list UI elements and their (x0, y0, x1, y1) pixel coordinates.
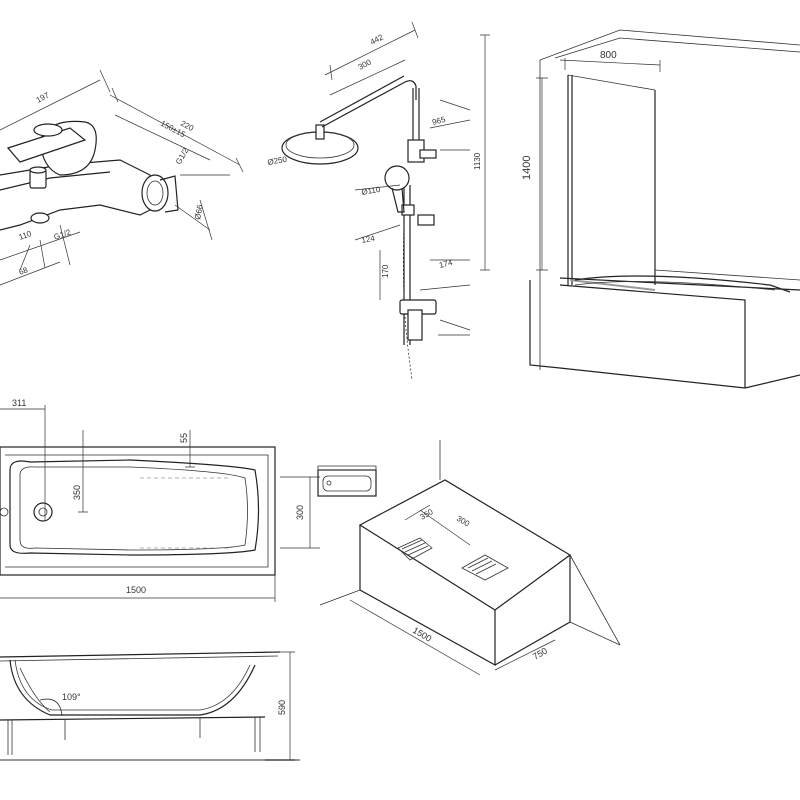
shower-dim-250: Ø250 (267, 155, 288, 167)
faucet-dim-197: 197 (35, 90, 51, 104)
faucet-dim-66: Ø66 (193, 203, 205, 220)
tub-dim-55: 55 (179, 433, 189, 443)
bath-screen-drawing: 800 1400 (521, 29, 800, 389)
tub-dim-311: 311 (12, 398, 26, 408)
box-dim-1500: 1500 (411, 625, 433, 644)
bathtub-side-view: 109° 590 (0, 651, 300, 761)
box-dim-750: 750 (531, 646, 549, 662)
shower-dim-442: 442 (369, 32, 385, 46)
shower-dim-1130: 1130 (473, 152, 482, 170)
bathtub-thumbnail-icon (317, 465, 377, 497)
shower-dim-170: 170 (381, 264, 390, 278)
shower-dim-174: 174 (438, 258, 454, 270)
shower-dim-110: Ø110 (361, 185, 382, 197)
screen-height-label: 1400 (521, 156, 533, 180)
shower-dim-300: 300 (357, 57, 373, 71)
faucet-dim-g12-a: G1/2 (174, 146, 191, 166)
faucet-dim-g12-b: G1/2 (53, 227, 73, 242)
drain-grid-left (397, 537, 433, 561)
side-height-label: 590 (277, 700, 287, 715)
isometric-installation-box: 350 300 1500 750 (319, 440, 621, 676)
side-angle-label: 109° (62, 692, 81, 702)
bath-faucet-drawing: 197 220 150±15 G1/2 Ø66 G1/2 110 68 (0, 69, 244, 286)
tub-dim-1500: 1500 (126, 585, 146, 595)
screen-width-label: 800 (600, 50, 617, 61)
tub-dim-350: 350 (72, 485, 82, 500)
bathtub-top-view: 311 350 55 300 1500 (0, 398, 320, 602)
shower-dim-124: 124 (361, 234, 376, 245)
faucet-dim-68: 68 (18, 265, 30, 277)
drain-grid-right (461, 554, 509, 581)
shower-dim-965: 965 (431, 115, 447, 127)
tub-dim-300: 300 (295, 505, 305, 520)
box-dim-300: 300 (455, 514, 472, 529)
faucet-dim-110: 110 (18, 229, 34, 242)
box-dim-350: 350 (419, 507, 436, 522)
shower-system-drawing: 442 300 Ø250 Ø110 1130 965 124 170 174 (267, 21, 490, 381)
